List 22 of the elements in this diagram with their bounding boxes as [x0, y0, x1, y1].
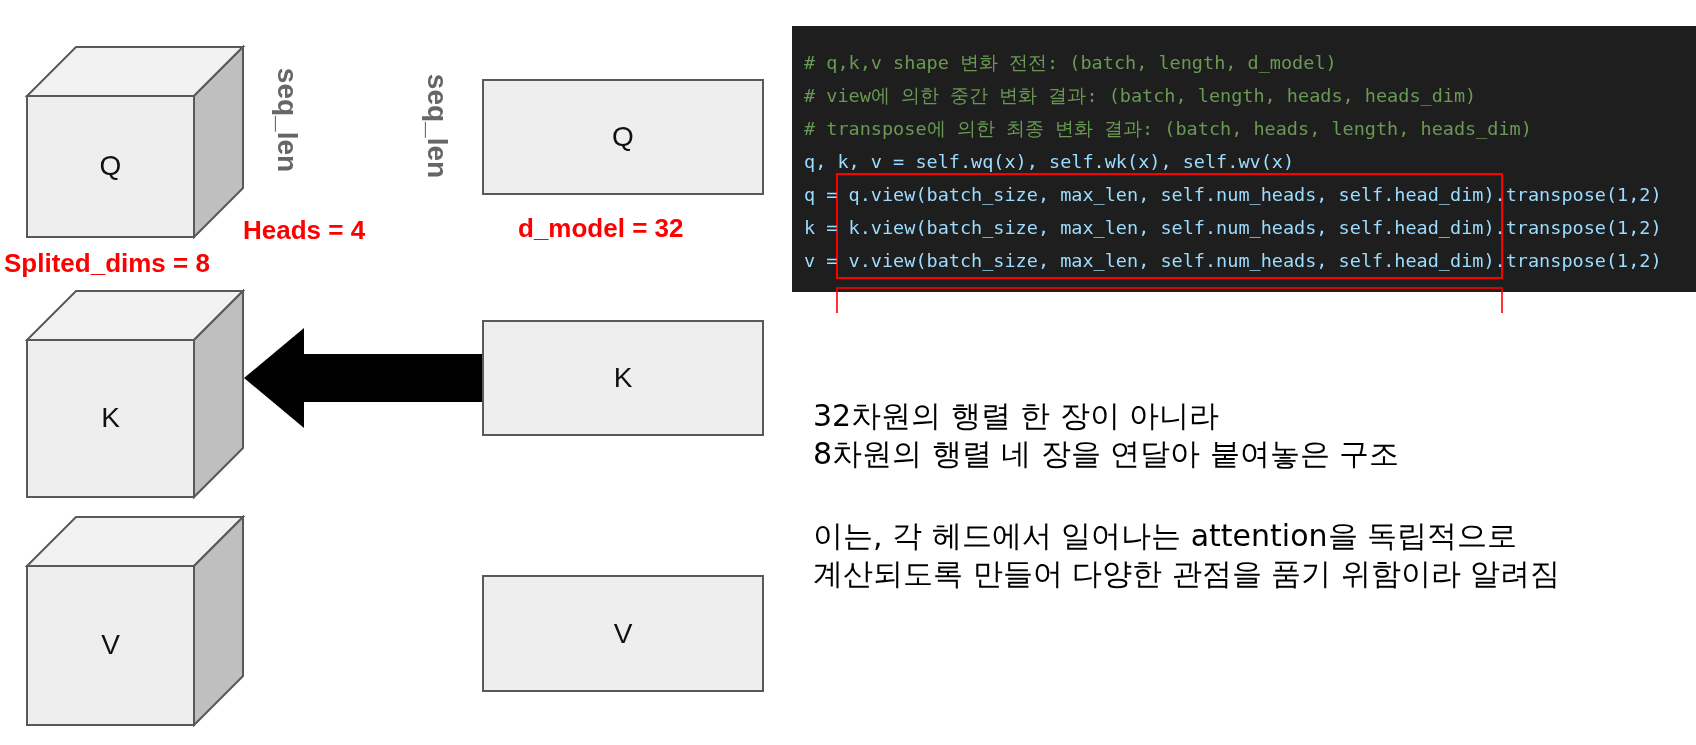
cube-label: Q [98, 150, 123, 182]
box-label: Q [612, 121, 634, 153]
code-comment: # transpose에 의한 최종 변화 결과: (batch, heads, length, heads_dim) [804, 117, 1532, 141]
box-label: V [613, 617, 633, 650]
box-label: K [613, 362, 633, 394]
cube-label: V [100, 629, 121, 661]
code-comment: # view에 의한 중간 변화 결과: (batch, length, heads, heads_dim) [804, 84, 1477, 108]
cube-label: K [100, 402, 121, 434]
dimension-label: d_model = 32 [518, 213, 684, 244]
axis-label: seq_len [421, 73, 453, 179]
code-comment: # q,k,v shape 변화 전전: (batch, length, d_model) [804, 51, 1337, 75]
explanation-text: 32차원의 행렬 한 장이 아니라 [813, 397, 1220, 435]
dimension-label: Heads = 4 [243, 215, 366, 246]
explanation-text: 계산되도록 만들어 다양한 관점을 품기 위함이라 알려짐 [813, 555, 1561, 593]
explanation-text: 이는, 각 헤드에서 일어나는 attention을 독립적으로 [813, 517, 1518, 555]
axis-label: seq_len [271, 67, 303, 173]
matrix-box [482, 575, 764, 692]
code-line: q, k, v = self.wq(x), self.wk(x), self.wv(x) [804, 150, 1295, 174]
explanation-text: 8차원의 행렬 네 장을 연달아 붙여놓은 구조 [813, 435, 1400, 473]
matrix-box [482, 320, 764, 436]
dimension-label: Splited_dims = 8 [4, 248, 210, 279]
matrix-box [482, 79, 764, 195]
